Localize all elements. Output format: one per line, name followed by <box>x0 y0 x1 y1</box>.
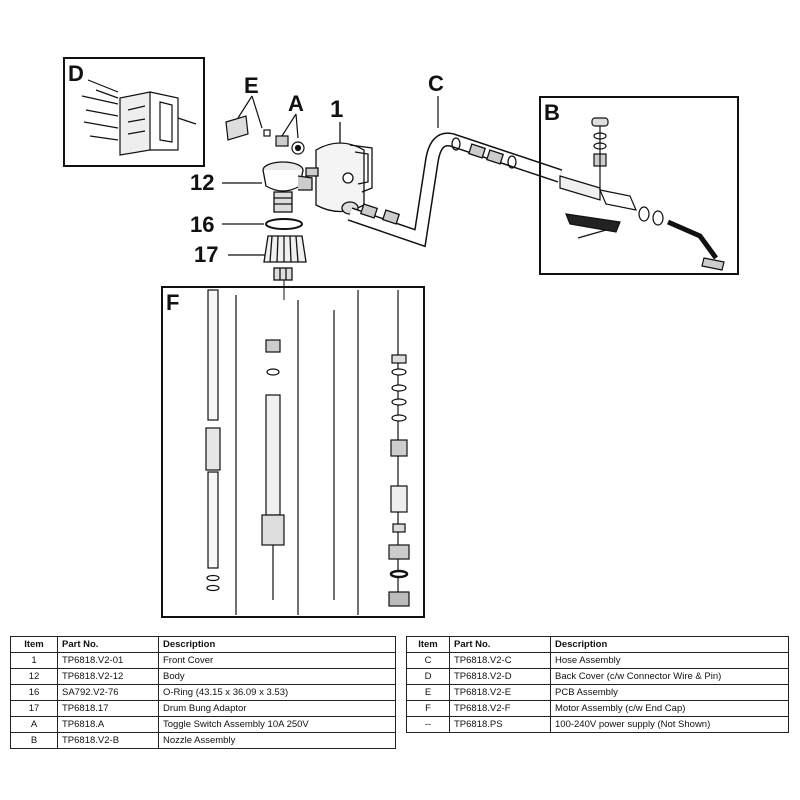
back-cover-detail-box: D <box>63 57 205 167</box>
callout-B: B <box>544 100 560 125</box>
row-item: E <box>406 684 450 701</box>
row-description: Nozzle Assembly <box>158 732 396 749</box>
callout-17: 17 <box>194 242 218 267</box>
nozzle-drawing <box>559 117 725 271</box>
front-cover-drawing <box>305 122 373 215</box>
callout-12: 12 <box>190 170 214 195</box>
row-description: Body <box>158 668 396 685</box>
table-header-row: Item Part No. Description <box>10 636 396 653</box>
callout-1: 1 <box>330 96 343 123</box>
row-part-no: TP6818.V2-E <box>449 684 551 701</box>
row-description: Hose Assembly <box>550 652 789 669</box>
row-item: D <box>406 668 450 685</box>
header-part-no: Part No. <box>57 636 159 653</box>
row-part-no: TP6818.V2-B <box>57 732 159 749</box>
table-header-row: Item Part No. Description <box>406 636 789 653</box>
row-item: C <box>406 652 450 669</box>
o-ring-drawing <box>265 218 303 230</box>
row-part-no: TP6818.V2-01 <box>57 652 159 669</box>
row-description: PCB Assembly <box>550 684 789 701</box>
header-description: Description <box>550 636 789 653</box>
row-description: Front Cover <box>158 652 396 669</box>
row-description: Back Cover (c/w Connector Wire & Pin) <box>550 668 789 685</box>
body-drawing <box>262 161 313 213</box>
hose-assembly-drawing <box>347 132 563 248</box>
callout-16: 16 <box>190 212 214 237</box>
callout-A: A <box>288 91 304 116</box>
row-part-no: TP6818.17 <box>57 700 159 717</box>
back-cover-drawing <box>81 79 197 156</box>
row-item: -- <box>406 716 450 733</box>
toggle-switch-drawing <box>275 113 305 155</box>
header-item: Item <box>406 636 450 653</box>
header-item: Item <box>10 636 58 653</box>
row-item: 12 <box>10 668 58 685</box>
exploded-parts-diagram: D E A 1 12 <box>63 57 739 618</box>
row-item: 16 <box>10 684 58 701</box>
row-description: Drum Bung Adaptor <box>158 700 396 717</box>
callout-C: C <box>428 71 444 96</box>
row-item: 1 <box>10 652 58 669</box>
row-part-no: TP6818.V2-C <box>449 652 551 669</box>
motor-assembly-detail-box: F <box>161 280 425 618</box>
row-part-no: TP6818.A <box>57 716 159 733</box>
row-part-no: SA792.V2-76 <box>57 684 159 701</box>
callout-E: E <box>244 73 259 98</box>
row-part-no: TP6818.V2-F <box>449 700 551 717</box>
row-item: F <box>406 700 450 717</box>
row-item: 17 <box>10 700 58 717</box>
nozzle-detail-box: B <box>539 96 739 275</box>
row-description: Motor Assembly (c/w End Cap) <box>550 700 789 717</box>
header-description: Description <box>158 636 396 653</box>
pcb-assembly-drawing <box>225 95 271 141</box>
row-description: 100-240V power supply (Not Shown) <box>550 716 789 733</box>
callout-F: F <box>166 290 179 315</box>
callout-D: D <box>68 61 84 86</box>
row-description: Toggle Switch Assembly 10A 250V <box>158 716 396 733</box>
row-item: B <box>10 732 58 749</box>
row-item: A <box>10 716 58 733</box>
header-part-no: Part No. <box>449 636 551 653</box>
row-part-no: TP6818.V2-12 <box>57 668 159 685</box>
motor-assembly-drawing <box>205 289 410 615</box>
drum-bung-adaptor-drawing <box>263 235 307 281</box>
row-part-no: TP6818.V2-D <box>449 668 551 685</box>
row-part-no: TP6818.PS <box>449 716 551 733</box>
row-description: O-Ring (43.15 x 36.09 x 3.53) <box>158 684 396 701</box>
